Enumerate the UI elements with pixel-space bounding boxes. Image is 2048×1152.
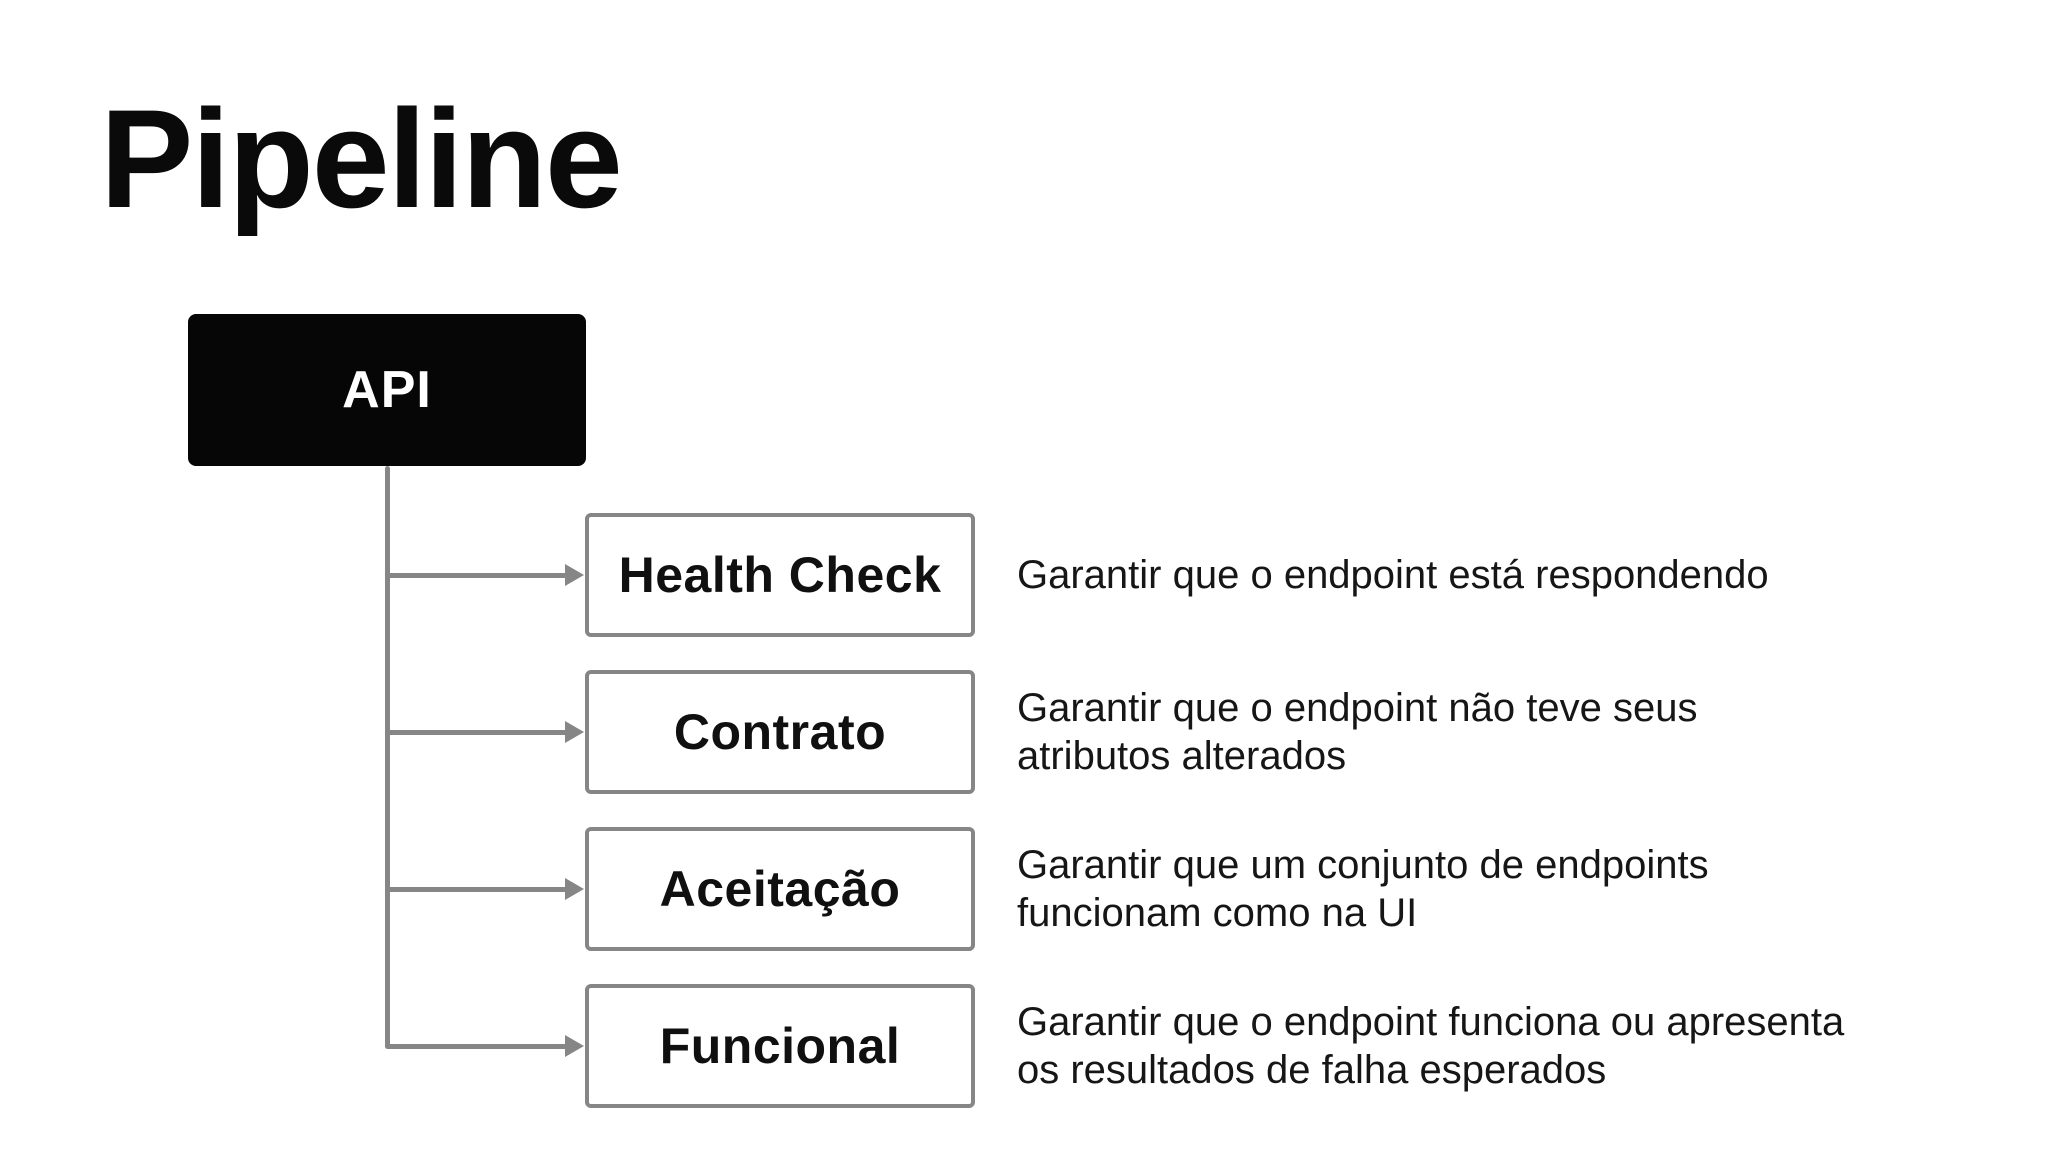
connector-trunk-line (385, 466, 390, 1049)
description-line: Garantir que um conjunto de endpoints (1017, 843, 1709, 887)
arrow-right-icon (565, 1035, 584, 1057)
description-line: funcionam como na UI (1017, 891, 1418, 935)
stage-label: Funcional (659, 1018, 901, 1074)
arrow-right-icon (565, 721, 584, 743)
arrow-right-icon (565, 878, 584, 900)
stage-label: Health Check (618, 547, 942, 603)
stage-box-contrato: Contrato (585, 670, 975, 794)
stage-box-funcional: Funcional (585, 984, 975, 1108)
pipeline-row-health-check: Health Check Garantir que o endpoint est… (0, 513, 2048, 637)
api-node: API (188, 314, 586, 466)
connector-branch-line (387, 887, 566, 892)
page-title: Pipeline (100, 80, 623, 237)
description-line: Garantir que o endpoint funciona ou apre… (1017, 1000, 1845, 1044)
stage-description: Garantir que o endpoint funciona ou apre… (1017, 984, 1844, 1108)
description-line: atributos alterados (1017, 734, 1347, 778)
stage-label: Contrato (673, 704, 887, 760)
description-line: Garantir que o endpoint está respondendo (1017, 553, 1769, 597)
stage-description: Garantir que um conjunto de endpoints fu… (1017, 827, 1709, 951)
stage-description: Garantir que o endpoint não teve seus at… (1017, 670, 1697, 794)
connector-branch-line (387, 1044, 566, 1049)
stage-label: Aceitação (659, 861, 901, 917)
arrow-right-icon (565, 564, 584, 586)
pipeline-row-contrato: Contrato Garantir que o endpoint não tev… (0, 670, 2048, 794)
pipeline-row-funcional: Funcional Garantir que o endpoint funcio… (0, 984, 2048, 1108)
stage-description: Garantir que o endpoint está respondendo (1017, 513, 1769, 637)
api-node-label: API (342, 361, 432, 419)
connector-branch-line (387, 730, 566, 735)
description-line: os resultados de falha esperados (1017, 1048, 1607, 1092)
stage-box-health-check: Health Check (585, 513, 975, 637)
description-line: Garantir que o endpoint não teve seus (1017, 686, 1698, 730)
stage-box-aceitacao: Aceitação (585, 827, 975, 951)
pipeline-row-aceitacao: Aceitação Garantir que um conjunto de en… (0, 827, 2048, 951)
connector-branch-line (387, 573, 566, 578)
